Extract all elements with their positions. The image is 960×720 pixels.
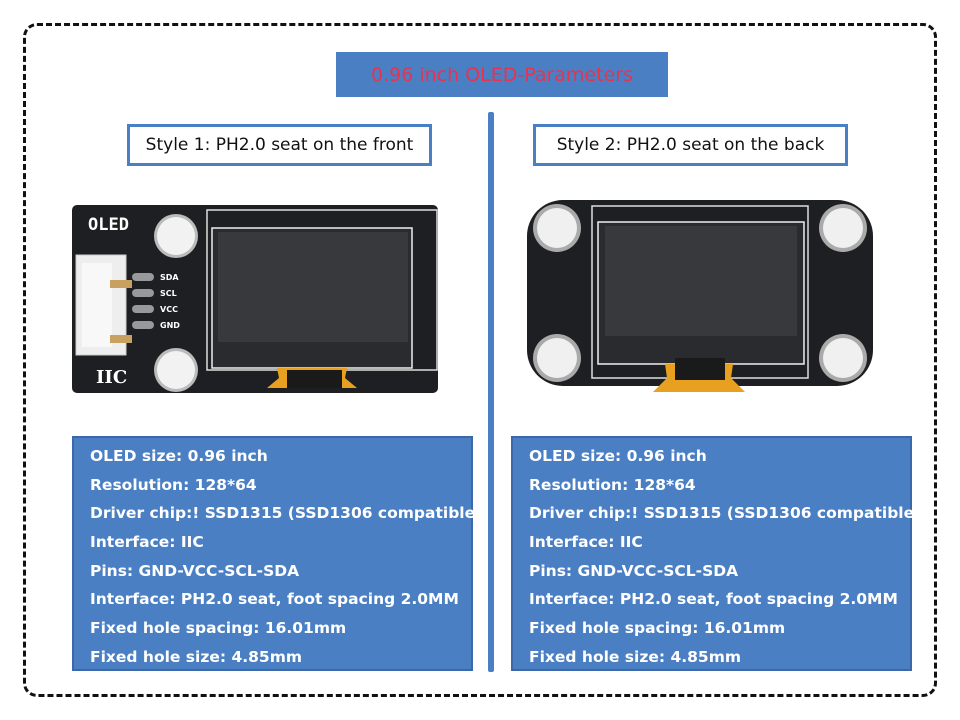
page-title: 0.96 inch OLED-Parameters xyxy=(336,52,668,97)
spec-line: Interface: IIC xyxy=(90,533,204,552)
spec-line: Resolution: 128*64 xyxy=(529,475,696,494)
pin-label-sda: SDA xyxy=(160,273,179,282)
specs-panel-style-2: OLED size: 0.96 inch Resolution: 128*64 … xyxy=(511,436,922,671)
oled-board-back-image xyxy=(527,200,873,392)
spec-line: Resolution: 128*64 xyxy=(90,475,257,494)
style-2-label: Style 2: PH2.0 seat on the back xyxy=(533,124,848,166)
pin-label-scl: SCL xyxy=(160,289,177,298)
spec-line: Fixed hole size: 4.85mm xyxy=(90,647,303,666)
dashed-frame xyxy=(23,23,937,697)
spec-line: Interface: PH2.0 seat, foot spacing 2.0M… xyxy=(90,590,459,609)
spec-line: Driver chip:! SSD1315 (SSD1306 compatibl… xyxy=(90,504,483,523)
spec-line: Pins: GND-VCC-SCL-SDA xyxy=(529,561,739,580)
spec-line: Interface: IIC xyxy=(529,533,643,552)
pin-label-vcc: VCC xyxy=(160,305,178,314)
spec-line: Fixed hole spacing: 16.01mm xyxy=(529,619,786,638)
spec-line: Interface: PH2.0 seat, foot spacing 2.0M… xyxy=(529,590,898,609)
spec-line: Fixed hole size: 4.85mm xyxy=(529,647,742,666)
spec-line: OLED size: 0.96 inch xyxy=(529,447,707,465)
pin-label-gnd: GND xyxy=(160,321,180,330)
spec-line: OLED size: 0.96 inch xyxy=(90,447,268,465)
spec-line: Pins: GND-VCC-SCL-SDA xyxy=(90,561,300,580)
board-bus-text: IIC xyxy=(96,367,127,388)
style-1-label: Style 1: PH2.0 seat on the front xyxy=(127,124,432,166)
center-divider xyxy=(488,112,494,672)
spec-line: Fixed hole spacing: 16.01mm xyxy=(90,619,347,638)
board-logo-text: OLED xyxy=(88,215,129,235)
spec-line: Driver chip:! SSD1315 (SSD1306 compatibl… xyxy=(529,504,922,523)
specs-panel-style-1: OLED size: 0.96 inch Resolution: 128*64 … xyxy=(72,436,483,671)
oled-board-front-image: OLED IIC SDA SCL VCC GND xyxy=(72,205,438,393)
